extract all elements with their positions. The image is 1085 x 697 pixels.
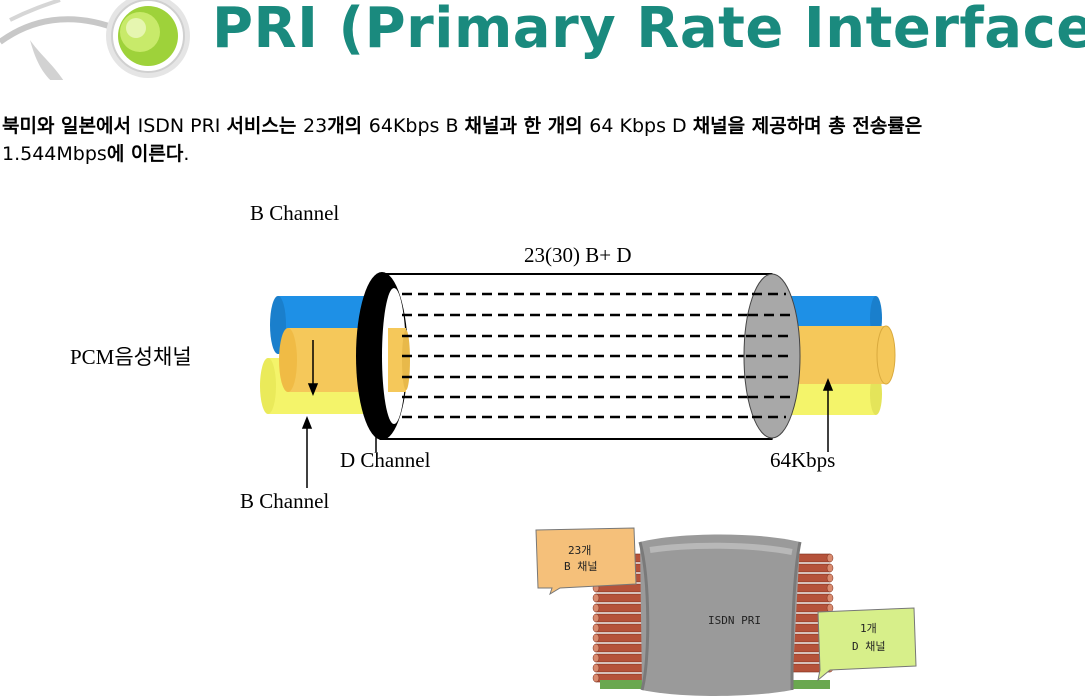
label-b-channel-bottom: B Channel xyxy=(240,489,329,513)
wire-end xyxy=(827,594,833,602)
wire xyxy=(596,624,648,632)
wire xyxy=(596,644,648,652)
wire-end xyxy=(593,634,599,642)
wire-end xyxy=(593,604,599,612)
description-segment: 북미와 일본에서 xyxy=(2,115,138,137)
description-segment: ISDN PRI xyxy=(138,115,227,137)
wire-end xyxy=(827,564,833,572)
wire-end xyxy=(827,574,833,582)
label-pcm: PCM음성채널 xyxy=(70,345,192,369)
wire-end xyxy=(593,614,599,622)
note-left: 23개 B 채널 xyxy=(536,528,636,594)
description-segment: 개의 xyxy=(327,115,369,137)
label-b-channel-top: B Channel xyxy=(250,201,339,225)
isdn-bundle-illustration: ISDN PRI 23개 B 채널 1개 D 채널 xyxy=(530,520,930,697)
wire xyxy=(596,664,648,672)
wire-end xyxy=(593,664,599,672)
description-line-1: 북미와 일본에서 ISDN PRI 서비스는 23개의 64Kbps B 채널과… xyxy=(2,112,1085,140)
description-segment: 1.544Mbps xyxy=(2,143,107,165)
wire-end xyxy=(827,554,833,562)
description-segment: 에 이른다 xyxy=(107,143,184,165)
note-left-line1: 23개 xyxy=(568,544,591,557)
wire-end xyxy=(593,624,599,632)
note-right: 1개 D 채널 xyxy=(818,608,916,680)
description-line-2: 1.544Mbps에 이른다. xyxy=(2,140,1085,168)
label-rate: 64Kbps xyxy=(770,448,835,472)
wire xyxy=(596,634,648,642)
description-segment: . xyxy=(183,143,189,165)
wire xyxy=(792,594,830,602)
leaf-icon xyxy=(0,0,120,80)
description-segment: 64Kbps B xyxy=(369,115,465,137)
wire xyxy=(596,604,648,612)
description-segment: 64 Kbps D xyxy=(589,115,692,137)
wire xyxy=(596,614,648,622)
label-trunk: 23(30) B+ D xyxy=(524,243,632,267)
bundle-center-label: ISDN PRI xyxy=(708,614,761,627)
wire xyxy=(792,604,830,612)
cable-diagram: B Channel 23(30) B+ D PCM음성채널 D Channel … xyxy=(0,190,1085,520)
note-right-line2: D 채널 xyxy=(852,640,886,653)
wire-end xyxy=(593,644,599,652)
page-title: PRI (Primary Rate Interface) xyxy=(212,0,1085,61)
wire-end xyxy=(593,594,599,602)
logo xyxy=(0,0,200,80)
wire xyxy=(792,584,830,592)
note-right-line1: 1개 xyxy=(860,622,877,635)
b-channel-arrow xyxy=(303,418,311,488)
description-segment: 23 xyxy=(303,115,327,137)
label-d-channel: D Channel xyxy=(340,448,431,472)
wire xyxy=(596,654,648,662)
note-left-line2: B 채널 xyxy=(564,560,598,573)
wire xyxy=(596,594,648,602)
wire-end xyxy=(593,674,599,682)
circle-logo-icon xyxy=(106,0,190,78)
wire-end xyxy=(827,604,833,612)
description-segment: 채널을 제공하며 총 전송률은 xyxy=(693,115,923,137)
wire-end xyxy=(593,654,599,662)
wire-end xyxy=(827,584,833,592)
description: 북미와 일본에서 ISDN PRI 서비스는 23개의 64Kbps B 채널과… xyxy=(2,112,1085,168)
description-segment: 채널과 한 개의 xyxy=(465,115,590,137)
description-segment: 서비스는 xyxy=(226,115,303,137)
